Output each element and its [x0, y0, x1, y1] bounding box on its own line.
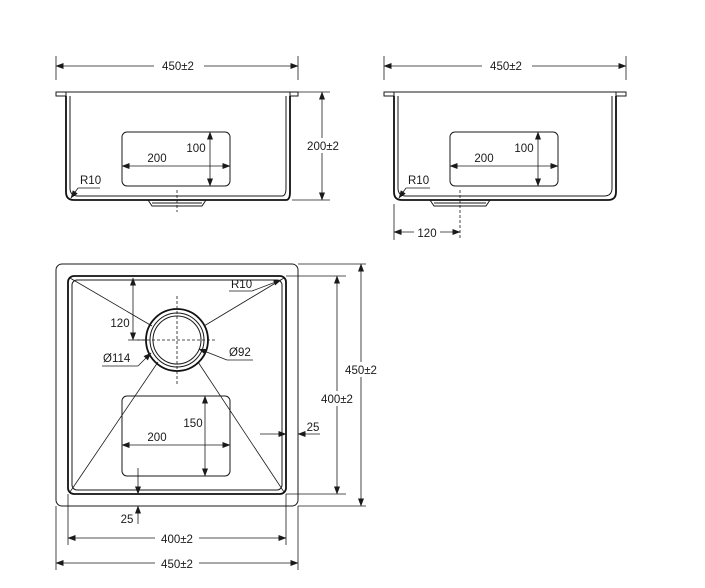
width-label: 450±2 [162, 61, 194, 73]
cutout-height-label: 150 [183, 418, 202, 430]
outer-rim [55, 263, 299, 507]
cutout-height-label: 100 [514, 143, 533, 155]
inner-diameter-label: Ø92 [229, 347, 251, 359]
cutout-width-label: 200 [147, 432, 166, 444]
cutout-rect [121, 395, 231, 477]
bowl-outline [65, 96, 291, 201]
margin-right-label: 25 [307, 422, 320, 434]
side-view-right: 450±2 200 100 R10 120 [383, 56, 627, 240]
outer-diameter-label: Ø114 [103, 353, 131, 365]
inner-height-label: 400±2 [321, 394, 353, 406]
cutout-rect [121, 131, 231, 187]
cutout-height-label: 100 [186, 143, 205, 155]
cutout-width-label: 200 [474, 153, 493, 165]
side-view-left: 450±2 200 100 R10 200±2 [55, 56, 343, 212]
height-label: 200±2 [307, 141, 339, 153]
radius-label: R10 [80, 175, 101, 187]
inner-bowl [67, 275, 287, 495]
top-view: 120 R10 Ø114 Ø92 200 150 25 25 [55, 263, 383, 571]
drain-offset-label: 120 [417, 228, 436, 240]
bowl-outline [393, 96, 617, 201]
inner-width-label: 400±2 [161, 534, 193, 546]
margin-bottom-label: 25 [121, 514, 134, 526]
radius-label: R10 [231, 279, 252, 291]
outer-height-label: 450±2 [345, 365, 377, 377]
cutout-width-label: 200 [147, 153, 166, 165]
width-label: 450±2 [490, 61, 522, 73]
outer-width-label: 450±2 [161, 559, 193, 571]
drain-offset-label: 120 [110, 318, 129, 330]
cutout-rect [449, 131, 559, 187]
radius-label: R10 [408, 175, 429, 187]
